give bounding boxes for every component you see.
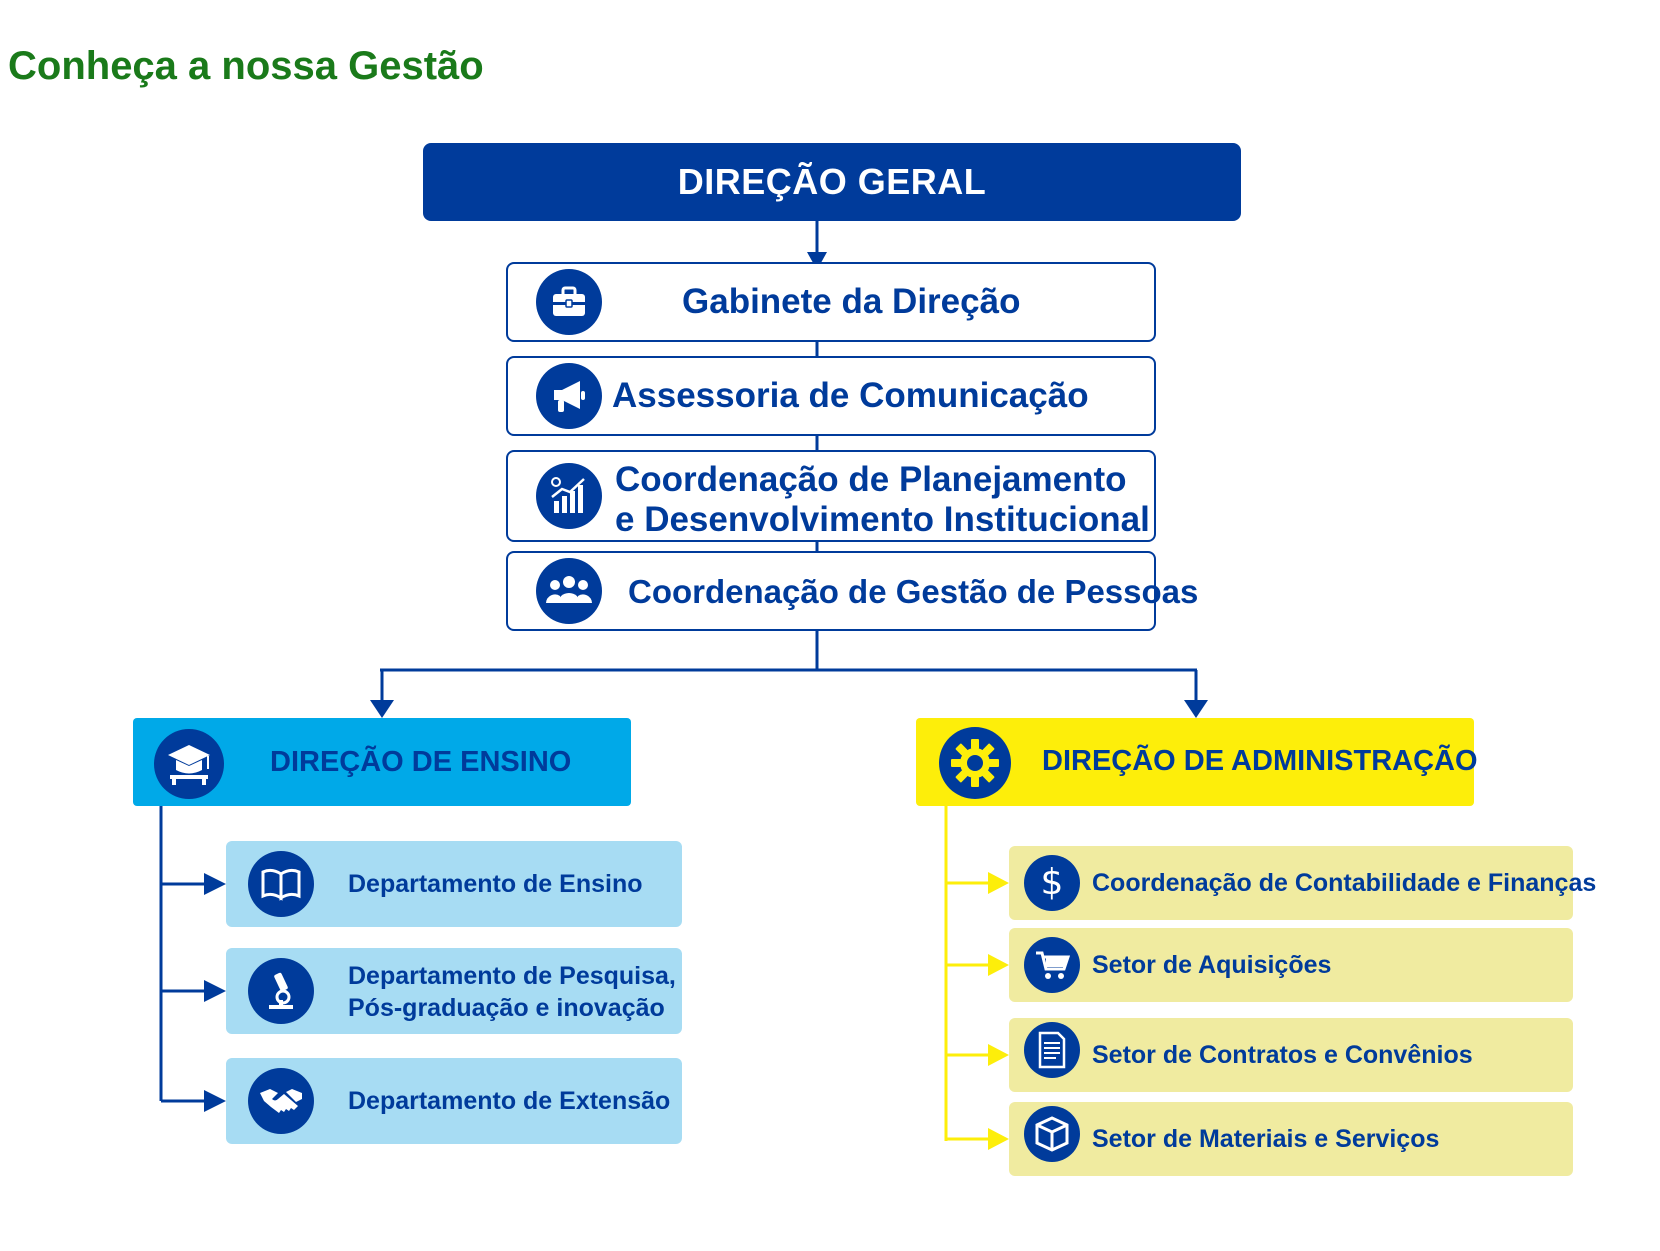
- extensao-item-line1: Departamento de Extensão: [348, 1087, 671, 1115]
- pesquisa-item: Departamento de Pesquisa, Pós-graduação e…: [226, 948, 682, 1034]
- box-icon: [1024, 1106, 1080, 1162]
- arrow-head: [988, 954, 1009, 976]
- aquisicoes-label: Setor de Aquisições: [1092, 951, 1332, 979]
- book-icon: [248, 851, 314, 917]
- cart-icon: [1024, 937, 1080, 993]
- contabilidade-label: Coordenação de Contabilidade e Finanças: [1092, 869, 1597, 897]
- arrow-head: [807, 252, 827, 270]
- planejamento-line1: Coordenação de Planejamento: [615, 460, 1127, 499]
- extensao-item-label: Departamento de Extensão: [348, 1085, 670, 1117]
- contabilidade-item: $ Coordenação de Contabilidade e Finança…: [1009, 846, 1596, 920]
- people-icon: [536, 558, 602, 624]
- aquisicoes-item: Setor de Aquisições: [1009, 928, 1573, 1002]
- direcao-geral-label: DIREÇÃO GERAL: [677, 161, 987, 202]
- contratos-label: Setor de Contratos e Convênios: [1092, 1041, 1473, 1069]
- pesquisa-item-line1: Departamento de Pesquisa,: [348, 962, 676, 990]
- arrow-head: [988, 1044, 1009, 1066]
- ensino-item: Departamento de Ensino: [226, 841, 682, 927]
- arrow-head: [988, 1128, 1009, 1150]
- direcao-administracao-label: DIREÇÃO DE ADMINISTRAÇÃO: [1042, 745, 1478, 777]
- direcao-geral-box: DIREÇÃO GERAL: [423, 143, 1241, 221]
- growth-chart-icon: [536, 463, 602, 529]
- dollar-icon: $: [1024, 855, 1080, 911]
- briefcase-icon: [536, 269, 602, 335]
- gabinete-box: Gabinete da Direção: [506, 262, 1156, 342]
- gestao-pessoas-box: Coordenação de Gestão de Pessoas: [506, 551, 1198, 631]
- megaphone-icon: [536, 363, 602, 429]
- arrow-head: [204, 980, 226, 1002]
- arrow-head: [1184, 700, 1208, 718]
- materiais-item: Setor de Materiais e Serviços: [1009, 1102, 1573, 1176]
- graduation-cap-icon: [154, 729, 224, 799]
- page-title: Conheça a nossa Gestão: [8, 44, 484, 88]
- extensao-item: Departamento de Extensão: [226, 1058, 682, 1144]
- arrow-head: [370, 700, 394, 718]
- pesquisa-item-label: Departamento de Pesquisa, Pós-graduação e…: [348, 960, 676, 1024]
- arrow-head: [204, 1090, 226, 1112]
- arrow-head: [988, 872, 1009, 894]
- direcao-ensino-label: DIREÇÃO DE ENSINO: [270, 746, 572, 778]
- handshake-icon: [248, 1068, 314, 1134]
- document-icon: [1024, 1022, 1080, 1078]
- gestao-pessoas-label: Coordenação de Gestão de Pessoas: [628, 573, 1199, 610]
- direcao-administracao-box: DIREÇÃO DE ADMINISTRAÇÃO: [916, 718, 1478, 806]
- direcao-ensino-box: DIREÇÃO DE ENSINO: [133, 718, 631, 806]
- gear-icon: [939, 727, 1011, 799]
- ensino-item-line1: Departamento de Ensino: [348, 870, 643, 898]
- materiais-label: Setor de Materiais e Serviços: [1092, 1125, 1440, 1153]
- assessoria-label: Assessoria de Comunicação: [612, 376, 1089, 415]
- pesquisa-item-line2: Pós-graduação e inovação: [348, 994, 665, 1022]
- gabinete-label: Gabinete da Direção: [682, 282, 1021, 321]
- assessoria-box: Assessoria de Comunicação: [506, 356, 1156, 436]
- ensino-item-label: Departamento de Ensino: [348, 868, 643, 900]
- contratos-item: Setor de Contratos e Convênios: [1009, 1018, 1573, 1092]
- microscope-icon: [248, 958, 314, 1024]
- planejamento-line2: e Desenvolvimento Institucional: [615, 500, 1150, 539]
- arrow-head: [204, 873, 226, 895]
